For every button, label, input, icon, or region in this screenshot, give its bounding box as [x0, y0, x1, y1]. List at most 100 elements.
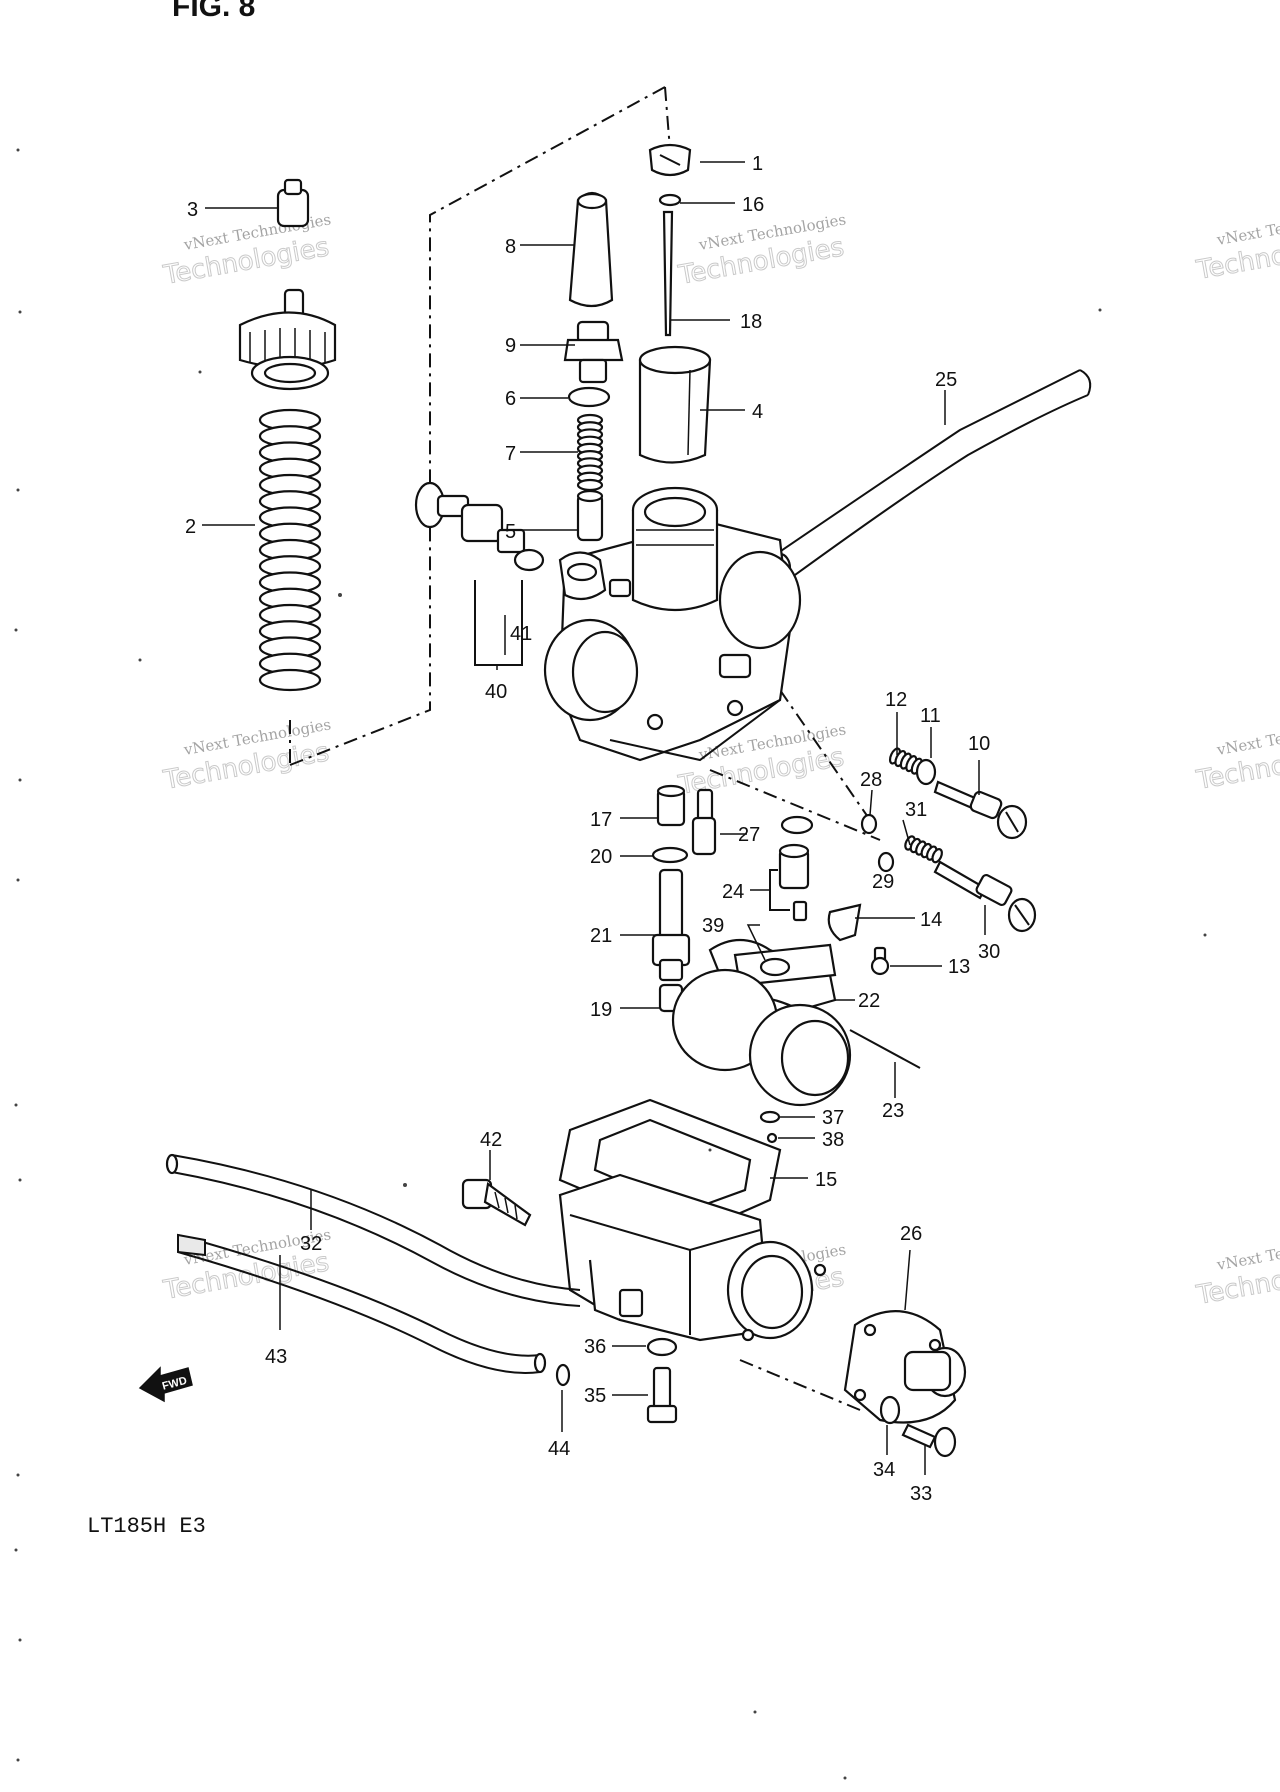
part-28-washer	[860, 813, 878, 835]
callout-36: 36	[584, 1336, 606, 1358]
watermark-1: vNext Technologies Technologies	[160, 210, 332, 291]
watermark-edge-1: vNext Technologies Technologies	[1193, 205, 1280, 286]
part-top-cap	[238, 288, 337, 370]
callout-18: 18	[740, 311, 762, 333]
callout-43: 43	[265, 1346, 287, 1368]
callout-25: 25	[935, 369, 957, 391]
scan-marks	[14, 148, 1207, 1780]
bracket-40-41	[474, 580, 523, 666]
part-7-spring	[576, 413, 604, 492]
figure-title: FIG. 8	[172, 0, 255, 23]
callout-22: 22	[858, 990, 880, 1012]
part-42-drain-screw	[461, 1178, 532, 1227]
part-2-spring	[258, 408, 322, 692]
callout-5: 5	[505, 521, 516, 543]
callout-8: 8	[505, 236, 516, 258]
part-25-vent-tube	[768, 369, 1092, 584]
watermark-2: vNext Technologies Technologies	[675, 210, 847, 291]
part-36-washer	[646, 1337, 678, 1357]
part-o-ring	[780, 815, 814, 835]
spring-coil	[576, 478, 604, 492]
part-38-ring	[766, 1132, 778, 1144]
part-1-clip	[648, 143, 692, 177]
part-10-idle-screw	[933, 780, 1028, 840]
callout-labels: 1 2 3 4 5 6 7 8 9 10 11 12 13 14 15 16 1…	[185, 153, 1000, 1505]
part-34-washer	[879, 1395, 901, 1425]
spring-coil	[931, 848, 943, 864]
callout-40: 40	[485, 681, 507, 703]
part-9-adjuster	[563, 320, 624, 384]
part-26-cover	[843, 1310, 967, 1424]
callout-34: 34	[873, 1459, 895, 1481]
callout-35: 35	[584, 1385, 606, 1407]
callout-9: 9	[505, 335, 516, 357]
callout-11: 11	[920, 705, 941, 727]
callout-38: 38	[822, 1129, 844, 1151]
callout-2: 2	[185, 516, 196, 538]
callout-42: 42	[480, 1129, 502, 1151]
callout-23: 23	[882, 1100, 904, 1122]
part-6-o-ring	[567, 386, 611, 408]
part-44-clamp	[555, 1363, 571, 1387]
part-washer	[250, 355, 330, 391]
part-17-needle-jet	[656, 784, 686, 827]
callout-19: 19	[590, 999, 612, 1021]
part-37-clip	[759, 1110, 781, 1124]
part-29-washer	[877, 851, 895, 873]
part-13-screw	[870, 946, 890, 976]
part-33-screw	[901, 1423, 957, 1458]
part-11-o-ring	[915, 758, 937, 786]
callout-1: 1	[752, 153, 763, 175]
callout-20: 20	[590, 846, 612, 868]
assembly-lines	[289, 86, 881, 1411]
part-23-float-pin	[849, 1029, 921, 1069]
part-22-float	[671, 939, 852, 1107]
part-32-hose	[165, 1153, 581, 1307]
part-21-main-jet-holder	[651, 868, 691, 982]
callout-37: 37	[822, 1107, 844, 1129]
callout-32: 32	[300, 1233, 322, 1255]
float-chamber	[558, 1173, 827, 1342]
spring-coil	[258, 668, 322, 692]
part-24-float-valve	[778, 843, 810, 922]
callout-16: 16	[742, 194, 764, 216]
callout-4: 4	[752, 401, 763, 423]
callout-27: 27	[738, 824, 760, 846]
callout-41: 41	[510, 623, 532, 645]
watermark-3: vNext Technologies Technologies	[160, 715, 332, 796]
callout-30: 30	[978, 941, 1000, 963]
part-16-e-clip	[658, 193, 682, 207]
callout-3: 3	[187, 199, 198, 221]
callout-39: 39	[702, 915, 724, 937]
callout-44: 44	[548, 1438, 570, 1460]
callout-12: 12	[885, 689, 907, 711]
part-43-hose	[177, 1233, 547, 1374]
callout-6: 6	[505, 388, 516, 410]
carburetor-body	[543, 486, 802, 762]
callout-15: 15	[815, 1169, 837, 1191]
callout-28: 28	[860, 769, 882, 791]
callout-10: 10	[968, 733, 990, 755]
part-4-throttle-valve	[638, 345, 712, 464]
leader-lines	[202, 161, 986, 1475]
callout-14: 14	[920, 909, 942, 931]
callout-26: 26	[900, 1223, 922, 1245]
callout-21: 21	[590, 925, 612, 947]
part-5-plunger	[576, 489, 604, 542]
callout-33: 33	[910, 1483, 932, 1505]
model-label: LT185H E3	[87, 1514, 206, 1539]
part-3-cap-nut	[276, 178, 310, 228]
callout-31: 31	[905, 799, 927, 821]
part-18-jet-needle	[662, 210, 674, 337]
part-30-pilot-screw	[933, 860, 1037, 933]
callout-17: 17	[590, 809, 612, 831]
part-8-rubber-cap	[568, 191, 614, 308]
watermark-edge-3: vNext Technologies Technologies	[1193, 1230, 1280, 1311]
watermark-edge-2: vNext Technologies Technologies	[1193, 715, 1280, 796]
fwd-arrow-icon: FWD	[138, 1366, 193, 1403]
part-20-o-ring	[651, 846, 689, 864]
callout-29: 29	[872, 871, 894, 893]
part-31-spring	[904, 835, 943, 864]
part-27-starter-jet	[691, 788, 717, 856]
